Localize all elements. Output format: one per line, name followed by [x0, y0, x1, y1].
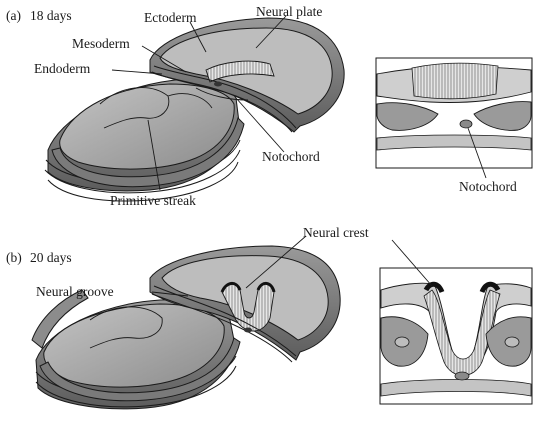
- section-b: [380, 268, 532, 404]
- label-ectoderm: Ectoderm: [144, 10, 197, 25]
- label-neural-crest: Neural crest: [303, 225, 369, 240]
- panel-b: (b) 20 days Neural crest Ne: [6, 225, 532, 409]
- notochord-section-b: [455, 372, 469, 380]
- embryo-a-disc: [45, 80, 244, 201]
- section-a: [376, 58, 532, 168]
- label-mesoderm: Mesoderm: [72, 36, 130, 51]
- label-endoderm: Endoderm: [34, 61, 91, 76]
- notochord-section-a: [460, 120, 472, 128]
- panel-a-age: 18 days: [30, 8, 72, 23]
- panel-b-age: 20 days: [30, 250, 72, 265]
- notochord-dot-b: [244, 328, 252, 333]
- panel-a-letter: (a): [6, 8, 21, 23]
- notochord-dot-a: [214, 82, 222, 87]
- panel-b-letter: (b): [6, 250, 22, 265]
- label-neural-plate: Neural plate: [256, 4, 322, 19]
- label-primitive-streak: Primitive streak: [110, 193, 196, 208]
- label-notochord: Notochord: [262, 149, 320, 164]
- label-notochord-section: Notochord: [459, 179, 517, 194]
- label-neural-groove: Neural groove: [36, 284, 114, 299]
- panel-a: (a) 18 days: [6, 4, 532, 208]
